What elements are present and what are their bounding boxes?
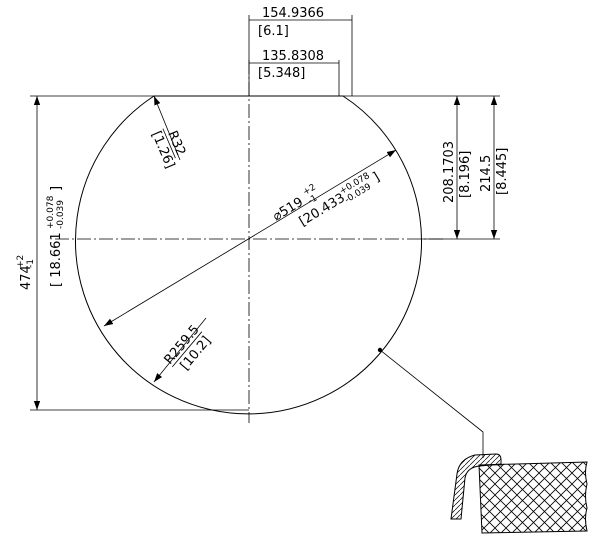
dim-height-main: 474 — [19, 265, 34, 290]
dim-height-tol-lower: -1 — [26, 259, 36, 268]
dim-diameter-tol-lower: -1 — [307, 193, 320, 206]
dim-diameter: ⌀519 +2 -1 [20.433 +0.078 -0.039 ] — [270, 170, 382, 230]
svg-text:]: ] — [49, 186, 64, 191]
svg-text:[ 18.661: [ 18.661 — [49, 232, 64, 287]
dim-right-outer-alt: [8.445] — [495, 148, 510, 195]
dim-top-inner-alt: [5.348] — [258, 66, 305, 81]
dim-height-alt-upper: +0.078 — [46, 195, 56, 229]
seal-lip — [450, 453, 502, 520]
svg-text:[20.433: [20.433 — [297, 191, 348, 230]
dim-right-outer: 214.5 [8.445] — [479, 148, 510, 195]
detail-leader — [379, 349, 484, 458]
section-detail — [450, 453, 588, 534]
dim-top-outer-value: 154.9366 — [262, 6, 324, 21]
dim-right-inner: 208.1703 [8.196] — [442, 141, 473, 203]
leader-corner-radius — [153, 95, 181, 161]
detail-leader-dot — [377, 347, 383, 353]
dim-right-inner-value: 208.1703 — [442, 141, 457, 203]
leader-radius — [153, 317, 207, 383]
dim-top-inner-value: 135.8308 — [262, 49, 324, 64]
dim-height-alt-value: 18.661 — [49, 232, 64, 278]
dim-right-outer-value: 214.5 — [479, 155, 494, 192]
dim-right-inner-alt: [8.196] — [458, 151, 473, 198]
dim-height: 474 +2 -1 — [16, 255, 36, 290]
dim-radius: R259.5 [10.2] — [162, 322, 215, 373]
dim-corner-radius: R32 [1.26] — [148, 128, 188, 171]
hatched-block — [478, 461, 588, 534]
dim-line-diameter — [103, 149, 397, 327]
dim-height-tol-upper: +2 — [16, 255, 26, 268]
svg-text:]: ] — [370, 170, 382, 185]
dim-height-alt-lower: -0.039 — [56, 200, 66, 229]
dim-top-outer-alt: [6.1] — [258, 24, 289, 39]
part-outline — [75, 95, 422, 415]
dim-height-alt: [ 18.661 +0.078 -0.039 ] — [46, 186, 66, 287]
